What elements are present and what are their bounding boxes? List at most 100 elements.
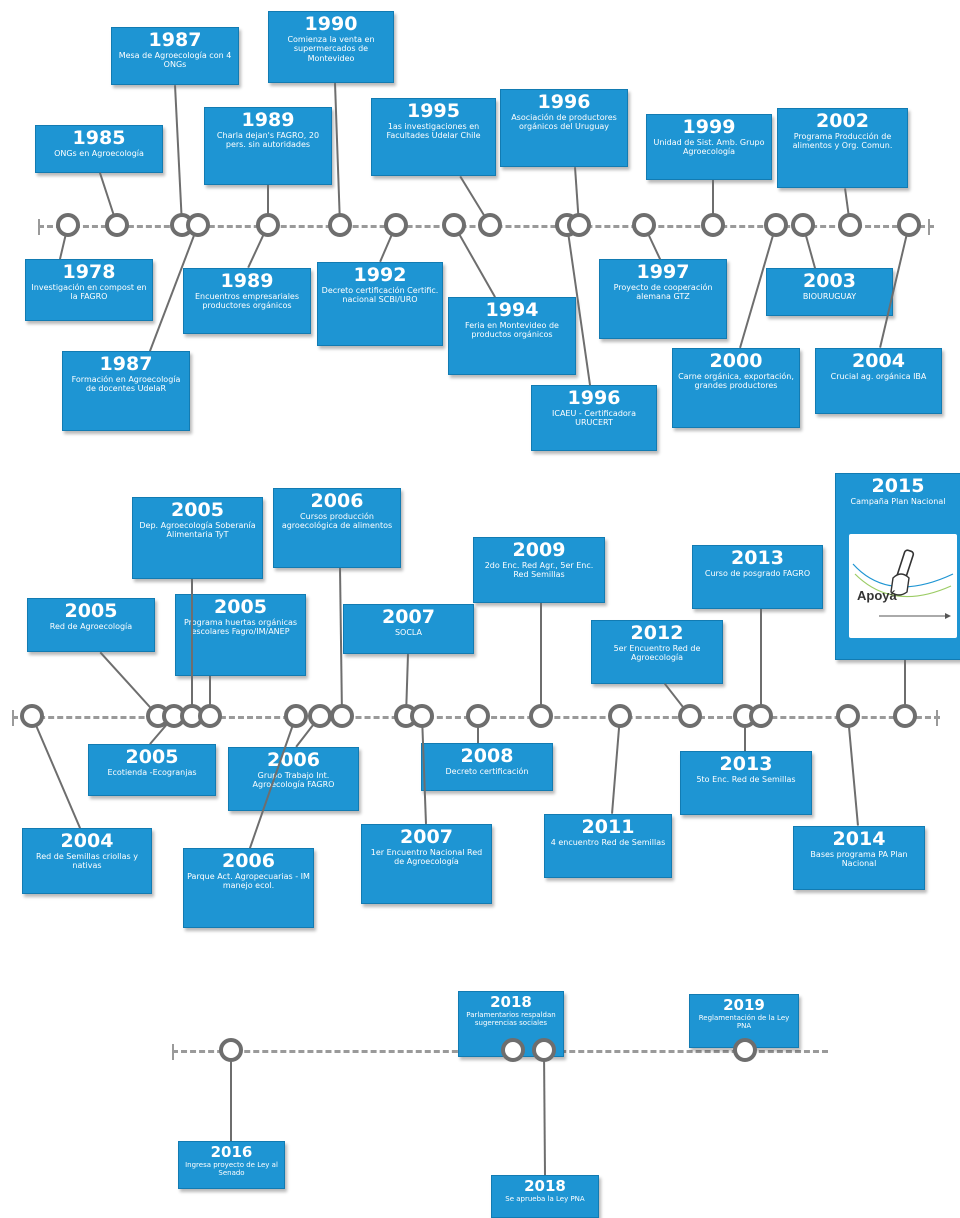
event-description: Crucial ag. orgánica IBA: [830, 371, 927, 381]
event-description: Red de Semillas criollas y nativas: [36, 851, 138, 871]
event-year: 1987: [99, 353, 153, 375]
connector-line: [31, 715, 81, 829]
event-description: 1as investigaciones en Facultades Udelar…: [386, 121, 481, 141]
event-description: Cursos producción agroecológica de alime…: [281, 511, 393, 531]
connector-line: [847, 715, 859, 827]
event-description: Programa Producción de alimentos y Org. …: [792, 131, 893, 151]
timeline-node: [256, 213, 280, 237]
timeline-node: [567, 213, 591, 237]
timeline-node: [678, 704, 702, 728]
timeline-node: [897, 213, 921, 237]
connector-line: [611, 715, 621, 815]
timeline-node: [20, 704, 44, 728]
event-description: ONGs en Agroecología: [54, 148, 144, 158]
event-year: 1985: [72, 127, 126, 149]
connector-line: [760, 609, 762, 716]
event-description: Parlamentarios respaldan sugerencias soc…: [466, 1010, 556, 1027]
timeline-node: [284, 704, 308, 728]
event-year: 2009: [512, 539, 566, 561]
connector-line: [334, 82, 341, 226]
event-year: 2019: [723, 996, 765, 1014]
timeline-node: [701, 213, 725, 237]
timeline-node: [56, 213, 80, 237]
event-description: SOCLA: [394, 627, 423, 637]
event-description: Mesa de Agroecología con 4 ONGs: [118, 50, 232, 70]
timeline-axis-2-end-tick: [936, 710, 938, 726]
event-year: 1996: [537, 91, 591, 113]
event-year: 2013: [731, 547, 784, 569]
timeline-node: [893, 704, 917, 728]
event-description: Parque Act. Agropecuarias - IM manejo ec…: [187, 871, 310, 891]
event-description: Se aprueba la Ley PNA: [505, 1194, 585, 1203]
timeline-node: [328, 213, 352, 237]
event-description: ICAEU - Certificadora URUCERT: [552, 408, 636, 428]
timeline-node: [330, 704, 354, 728]
timeline-node: [632, 213, 656, 237]
event-description: Ecotienda -Ecogranjas: [107, 767, 197, 777]
event-year: 1989: [220, 270, 274, 292]
timeline-node: [838, 213, 862, 237]
event-year: 1995: [407, 100, 460, 122]
timeline-node: [186, 213, 210, 237]
timeline-node: [764, 213, 788, 237]
event-year: 2006: [310, 490, 364, 512]
event-year: 2012: [630, 622, 684, 644]
timeline-node: [219, 1038, 243, 1062]
event-year: 2005: [171, 499, 224, 521]
event-description: Encuentros empresariales productores org…: [194, 291, 300, 311]
timeline-node: [384, 213, 408, 237]
event-year: 2013: [719, 753, 773, 775]
event-description: 4 encuentro Red de Semillas: [550, 837, 666, 847]
event-year: 2006: [222, 850, 275, 872]
timeline-node: [308, 704, 332, 728]
event-year: 2014: [832, 828, 886, 850]
event-year: 2008: [460, 745, 514, 767]
timeline-node: [466, 704, 490, 728]
event-year: 2011: [581, 816, 635, 838]
connector-line: [191, 579, 193, 716]
event-year: 1997: [636, 261, 690, 283]
connector-line: [540, 603, 542, 716]
timeline-node: [442, 213, 466, 237]
timeline-node: [478, 213, 502, 237]
event-description: Reglamentación de la Ley PNA: [698, 1013, 790, 1030]
event-description: 5er Encuentro Red de Agroecología: [613, 643, 701, 663]
connector-line: [543, 1049, 546, 1176]
event-description: 5to Enc. Red de Semillas: [696, 774, 796, 784]
event-description: Unidad de Sist. Amb. Grupo Agroecología: [653, 137, 765, 157]
event-description: Red de Agroecología: [49, 621, 133, 631]
timeline-node: [410, 704, 434, 728]
event-year: 2015: [871, 475, 925, 497]
campaign-logo-text: Apoyá: [857, 588, 898, 603]
event-year: 1990: [304, 13, 358, 35]
timeline-axis-3-start-tick: [172, 1044, 174, 1060]
event-description: 1er Encuentro Nacional Red de Agroecolog…: [370, 847, 483, 867]
event-description: Proyecto de cooperación alemana GTZ: [613, 282, 713, 302]
hand-writing-icon: Apoyá: [852, 549, 954, 619]
timeline-axis-1-start-tick: [38, 219, 40, 235]
timeline-axis-2-start-tick: [12, 710, 14, 726]
timeline-node: [791, 213, 815, 237]
timeline-node: [733, 1038, 757, 1062]
